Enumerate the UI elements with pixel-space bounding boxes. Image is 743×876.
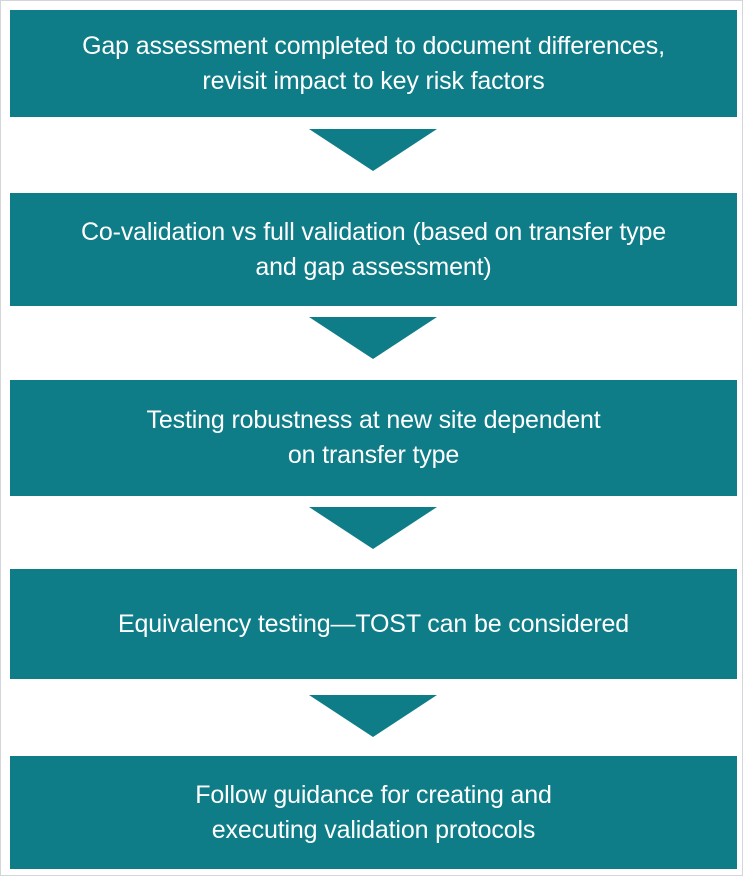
- flow-step-3-label: Testing robustness at new site dependent…: [146, 406, 601, 469]
- flow-step-5[interactable]: Follow guidance for creating and executi…: [10, 756, 737, 869]
- flow-step-2-label: Co-validation vs full validation (based …: [81, 217, 666, 281]
- flow-step-1[interactable]: Gap assessment completed to document dif…: [10, 10, 737, 117]
- flow-step-4[interactable]: Equivalency testing—TOST can be consider…: [10, 569, 737, 679]
- down-arrow-icon-4: [309, 695, 437, 737]
- down-arrow-icon-1: [309, 129, 437, 171]
- flow-step-5-label: Follow guidance for creating and executi…: [195, 780, 552, 844]
- flow-step-4-label: Equivalency testing—TOST can be consider…: [117, 609, 630, 638]
- flow-step-1-label: Gap assessment completed to document dif…: [82, 31, 665, 95]
- flow-step-3[interactable]: Testing robustness at new site dependent…: [10, 380, 737, 496]
- flow-step-2[interactable]: Co-validation vs full validation (based …: [10, 193, 737, 306]
- down-arrow-icon-3: [309, 507, 437, 549]
- down-arrow-icon-2: [309, 317, 437, 359]
